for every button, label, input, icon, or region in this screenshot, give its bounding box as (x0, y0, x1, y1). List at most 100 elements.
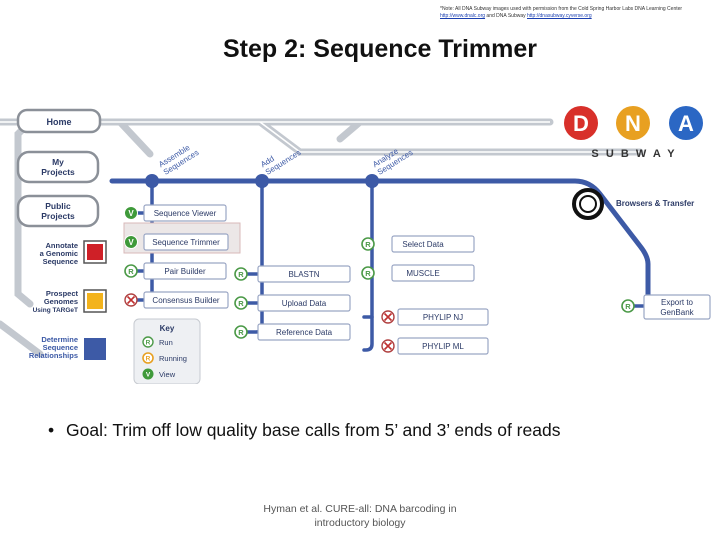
svg-text:R: R (238, 270, 244, 279)
phylip-ml-label: PHYLIP ML (422, 342, 464, 351)
upload-data-label: Upload Data (282, 299, 327, 308)
home-button[interactable]: Home (16, 108, 102, 134)
phylip-nj-disabled-icon (381, 310, 395, 324)
dna-subway-logo: D N A S U B W A Y (564, 106, 703, 160)
annotate-label-2: a Genomic (40, 249, 78, 258)
public-projects-label-1: Public (45, 201, 71, 211)
image-credit: *Note: All DNA Subway images used with p… (440, 6, 716, 20)
reference-data-task[interactable]: Reference Data (257, 323, 351, 341)
goal-bullet: • Goal: Trim off low quality base calls f… (48, 420, 560, 441)
svg-text:R: R (146, 356, 151, 363)
public-projects-button[interactable]: Public Projects (16, 194, 100, 228)
my-projects-label-1: My (52, 157, 64, 167)
determine-label-3: Relationships (29, 351, 78, 360)
analyze-station-dot (365, 174, 379, 188)
footer-line-2: introductory biology (314, 517, 406, 529)
sequence-viewer-task[interactable]: Sequence Viewer (143, 204, 227, 222)
logo-letter-d: D (573, 111, 589, 136)
svg-text:R: R (625, 302, 631, 311)
key-running-label: Running (159, 354, 187, 363)
phylip-ml-task[interactable]: PHYLIP ML (397, 337, 489, 355)
key-title: Key (160, 324, 175, 333)
annotate-label-1: Annotate (46, 241, 79, 250)
dnasubway-link[interactable]: http://dnasubway.cyverse.org (527, 13, 592, 19)
upload-data-task[interactable]: Upload Data (257, 294, 351, 312)
browsers-transfer-label[interactable]: Browsers & Transfer (616, 199, 694, 208)
svg-text:V: V (128, 209, 134, 218)
logo-a-circle (669, 106, 703, 140)
muscle-task[interactable]: MUSCLE (391, 264, 475, 282)
blastn-task[interactable]: BLASTN (257, 265, 351, 283)
determine-label-1: Determine (41, 335, 78, 344)
browsers-station[interactable] (572, 188, 604, 220)
reference-data-label: Reference Data (276, 328, 333, 337)
sequence-viewer-label: Sequence Viewer (154, 209, 217, 218)
key-run-label: Run (159, 338, 173, 347)
logo-letter-n: N (625, 111, 641, 136)
pair-builder-run-icon[interactable]: R (124, 264, 138, 278)
sequence-trimmer-view-icon[interactable]: V (124, 235, 138, 249)
blastn-run-icon[interactable]: R (234, 267, 248, 281)
goal-text: Goal: Trim off low quality base calls fr… (66, 420, 561, 440)
upload-data-run-icon[interactable]: R (234, 296, 248, 310)
blastn-label: BLASTN (288, 270, 319, 279)
credit-and-text: and DNA Subway (485, 13, 527, 19)
svg-text:R: R (128, 267, 134, 276)
slide-title: Step 2: Sequence Trimmer (222, 35, 537, 63)
logo-d-circle (564, 106, 598, 140)
prospect-label-2: Genomes (44, 297, 78, 306)
annotate-label-3: Sequence (43, 257, 78, 266)
phylip-ml-disabled-icon (381, 339, 395, 353)
svg-text:R: R (238, 328, 244, 337)
svg-text:R: R (365, 269, 371, 278)
prospect-label-1: Prospect (46, 289, 79, 298)
svg-text:R: R (146, 340, 151, 347)
select-data-task[interactable]: Select Data (391, 235, 475, 253)
dna-subway-screenshot: Home D N A S U B W A Y My Projects Publi… (0, 104, 720, 384)
blue-line-square-icon (84, 338, 106, 360)
select-data-run-icon[interactable]: R (361, 237, 375, 251)
sequence-viewer-view-icon[interactable]: V (124, 206, 138, 220)
bullet-marker: • (48, 420, 55, 440)
assemble-station-dot (145, 174, 159, 188)
public-projects-label-2: Projects (41, 211, 75, 221)
svg-text:R: R (365, 240, 371, 249)
pair-builder-task[interactable]: Pair Builder (143, 262, 227, 280)
export-genbank-task[interactable]: Export to GenBank (643, 294, 711, 320)
export-label-1: Export to (661, 298, 694, 307)
add-station-dot (255, 174, 269, 188)
logo-letter-a: A (678, 111, 694, 136)
muscle-label: MUSCLE (406, 269, 439, 278)
determine-label-2: Sequence (43, 343, 78, 352)
muscle-run-icon[interactable]: R (361, 266, 375, 280)
sequence-trimmer-task[interactable]: Sequence Trimmer (143, 233, 229, 251)
consensus-builder-disabled-icon (124, 293, 138, 307)
pair-builder-label: Pair Builder (164, 267, 206, 276)
prospect-genomes-button[interactable]: Prospect Genomes Using TARGeT (33, 289, 107, 314)
home-label: Home (46, 117, 71, 127)
svg-text:V: V (146, 372, 151, 379)
consensus-builder-task[interactable]: Consensus Builder (143, 291, 229, 309)
dnalc-link[interactable]: http://www.dnalc.org (440, 13, 486, 19)
yellow-line-square-icon (87, 293, 103, 309)
key-run-icon: R (142, 336, 154, 348)
export-label-2: GenBank (660, 308, 694, 317)
logo-n-circle (616, 106, 650, 140)
annotate-genome-button[interactable]: Annotate a Genomic Sequence (40, 240, 107, 266)
sequence-trimmer-label: Sequence Trimmer (152, 238, 220, 247)
key-running-icon: R (142, 352, 154, 364)
svg-text:R: R (238, 299, 244, 308)
phylip-nj-task[interactable]: PHYLIP NJ (397, 308, 489, 326)
phylip-nj-label: PHYLIP NJ (423, 313, 463, 322)
my-projects-label-2: Projects (41, 167, 75, 177)
svg-text:V: V (128, 238, 134, 247)
red-line-square-icon (87, 244, 103, 260)
export-run-icon[interactable]: R (621, 299, 635, 313)
logo-word-subway: S U B W A Y (591, 148, 676, 160)
key-view-label: View (159, 370, 176, 379)
determine-relationships-button[interactable]: Determine Sequence Relationships (29, 335, 106, 360)
consensus-builder-label: Consensus Builder (152, 296, 219, 305)
reference-data-run-icon[interactable]: R (234, 325, 248, 339)
my-projects-button[interactable]: My Projects (16, 150, 100, 184)
prospect-label-3: Using TARGeT (33, 307, 78, 314)
